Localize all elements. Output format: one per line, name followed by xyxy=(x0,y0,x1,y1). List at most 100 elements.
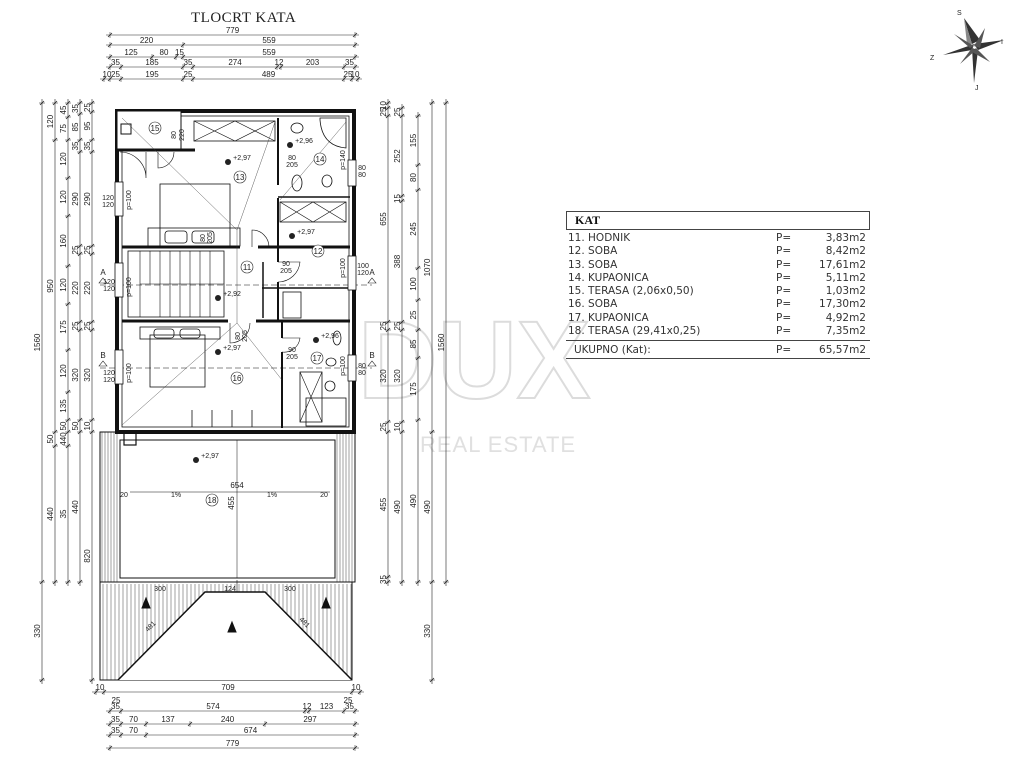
door-dimension: 90 xyxy=(282,261,290,268)
dimension-label: 490 xyxy=(393,500,402,514)
door-dimension: 90 xyxy=(288,347,296,354)
area-row-name: 16. SOBA xyxy=(568,298,618,311)
room-marker xyxy=(310,351,324,365)
dimension-label: 12 xyxy=(303,702,312,711)
door-dimension: 80 xyxy=(288,155,296,162)
parapet-height: p=100 xyxy=(126,363,133,383)
dimension-label: 25 xyxy=(112,696,121,705)
window-dimension: 120 xyxy=(102,195,114,202)
dimension-label: 100 xyxy=(409,277,418,291)
dimension-label: 490 xyxy=(409,494,418,508)
dimension-label: 709 xyxy=(221,683,235,692)
dimension-label: 489 xyxy=(262,70,276,79)
compass-north: S xyxy=(957,10,962,17)
dimension-label: 175 xyxy=(409,382,418,396)
room-number: 12 xyxy=(314,247,323,256)
door-dimension: 220 xyxy=(179,129,186,141)
dimension-label: 490 xyxy=(423,500,432,514)
dimension-label: 35 xyxy=(345,702,354,711)
dimension-label: 25 xyxy=(83,321,92,330)
dimension-label: 245 xyxy=(409,222,418,236)
dimension-label: 35 xyxy=(71,141,80,150)
section-marker: B xyxy=(369,351,374,360)
dimension-label: 50 xyxy=(71,421,80,430)
elevation-label: +2,97 xyxy=(233,155,251,162)
watermark-tagline: REAL ESTATE xyxy=(420,432,576,457)
dimension-label: 35 xyxy=(111,702,120,711)
dimension-label: 137 xyxy=(161,715,175,724)
section-marker: B xyxy=(100,351,105,360)
door-dimension: 205 xyxy=(286,354,298,361)
room-marker xyxy=(233,170,247,184)
window-dimension: 120 xyxy=(103,370,115,377)
dimension-label: 455 xyxy=(379,497,388,511)
roof xyxy=(99,580,353,681)
area-row-value: 4,92m2 xyxy=(825,311,866,324)
area-row-p: P= xyxy=(776,311,792,324)
dimension-label: 175 xyxy=(59,320,68,334)
dimension-label: 35 xyxy=(83,141,92,150)
dimension-label: 1560 xyxy=(33,333,42,351)
roof-dimension: 124 xyxy=(224,586,236,593)
area-row-p: P= xyxy=(776,232,792,244)
room-number: 11 xyxy=(243,263,252,272)
dimension-label: 779 xyxy=(226,739,240,748)
dimension-label: 35 xyxy=(111,726,120,735)
dimension-label: 80 xyxy=(409,173,418,182)
section-arrow-icon xyxy=(98,277,108,284)
dimension-label: 25 xyxy=(83,245,92,254)
dimension-label: 440 xyxy=(46,507,55,521)
dimension-label: 50 xyxy=(59,421,68,430)
dimension-label: 10 xyxy=(351,70,360,79)
dimension-label: 674 xyxy=(244,726,258,735)
area-row-value: 5,11m2 xyxy=(825,271,866,284)
dimension-label: 35 xyxy=(59,509,68,518)
dimension-label: 25 xyxy=(409,310,418,319)
terrace-slope: 1% xyxy=(267,492,277,499)
door-dimension: 80 xyxy=(171,131,178,139)
room-marker xyxy=(148,121,162,135)
dimension-label: 25 xyxy=(379,321,388,330)
elevation-marker-icon xyxy=(287,142,293,148)
dimension-label: 240 xyxy=(221,715,235,724)
parapet-height: p=100 xyxy=(340,258,347,278)
page-title: TLOCRT KATA xyxy=(191,10,296,26)
window-dimension: 120 xyxy=(357,270,369,277)
area-row-name: 18. TERASA (29,41x0,25) xyxy=(568,325,701,338)
parapet-height: p=100 xyxy=(340,356,347,376)
room-number: 17 xyxy=(313,354,322,363)
window-dimension: 80 xyxy=(358,370,366,377)
dimension-label: 25 xyxy=(71,321,80,330)
area-row-name: 13. SOBA xyxy=(568,258,618,271)
dimension-label: 25 xyxy=(344,696,353,705)
dimension-label: 120 xyxy=(59,190,68,204)
dimension-label: 440 xyxy=(71,500,80,514)
dimension-label: 35 xyxy=(379,575,388,584)
window-dimension: 120 xyxy=(103,279,115,286)
parapet-height: p=140 xyxy=(340,150,347,170)
dimension-label: 35 xyxy=(111,715,120,724)
roof-dimension: 300 xyxy=(154,586,166,593)
dimension-label: 25 xyxy=(393,107,402,116)
dimension-label: 85 xyxy=(409,339,418,348)
dimension-label: 10 xyxy=(379,101,388,110)
roof-dimension: 300 xyxy=(284,586,296,593)
area-row-value: 7,35m2 xyxy=(825,325,866,338)
dimension-label: 45 xyxy=(59,105,68,114)
dimension-label: 35 xyxy=(184,58,193,67)
dimension-label: 290 xyxy=(83,192,92,206)
dimension-label: 35 xyxy=(71,104,80,113)
dimension-label: 950 xyxy=(46,279,55,293)
room-number: 15 xyxy=(151,124,160,133)
area-row-p: P= xyxy=(776,298,792,311)
elevation-label: +2,96 xyxy=(295,138,313,145)
room-marker xyxy=(240,260,254,274)
compass-west: Z xyxy=(930,55,935,62)
dimension-label: 120 xyxy=(59,152,68,166)
total-p: P= xyxy=(776,344,792,357)
dimension-label: 388 xyxy=(393,254,402,268)
